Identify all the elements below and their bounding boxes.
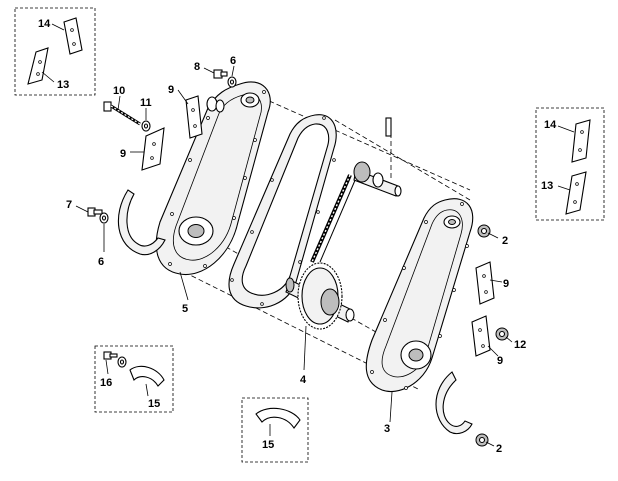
- bracket-plate-14b: [571, 119, 591, 163]
- washer-11: [141, 120, 151, 132]
- callout-11: 11: [140, 97, 152, 109]
- callout-12: 12: [514, 339, 526, 351]
- nut-2b: [475, 433, 489, 447]
- bolt-16: [103, 351, 127, 368]
- detail-box-top-left: [14, 7, 96, 96]
- callout-2-lower: 2: [496, 443, 502, 455]
- callout-15-bottom-left: 15: [148, 398, 160, 410]
- detail-box-bottom-left: [94, 345, 174, 413]
- blade-15b: [255, 407, 301, 429]
- callout-10: 10: [113, 85, 125, 97]
- chain-case-right: [365, 198, 474, 392]
- bracket-plate-14a: [63, 17, 83, 55]
- chain-case-left: [155, 81, 271, 276]
- callout-14-right: 14: [544, 119, 557, 131]
- callout-13-top-left: 13: [57, 79, 69, 91]
- drive-chain: [310, 174, 357, 263]
- nut-2a: [477, 224, 491, 238]
- callout-9-upper-left: 9: [168, 84, 174, 96]
- callout-2-upper: 2: [502, 235, 508, 247]
- callout-4: 4: [300, 374, 307, 386]
- callout-15-bottom-center: 15: [262, 439, 274, 451]
- nut-12: [495, 327, 509, 341]
- callout-9-left: 9: [120, 148, 126, 160]
- bolt-8: [213, 69, 228, 79]
- nut-spacers: [206, 96, 225, 113]
- lower-sprocket: [285, 262, 355, 330]
- callout-14-top-left: 14: [38, 18, 51, 30]
- callout-13-right: 13: [541, 180, 553, 192]
- washer-6a: [227, 76, 237, 88]
- bolt-7: [87, 207, 103, 217]
- callout-5: 5: [182, 303, 188, 315]
- bracket-plate-13b: [565, 171, 587, 215]
- plate-9b: [141, 127, 165, 171]
- bolt-10: [103, 101, 141, 126]
- tine-right: [435, 371, 473, 435]
- bracket-plate-13a: [27, 47, 49, 85]
- callout-labels: 14 13 10 11 8 6 9 9 7 6 5 4 16 15 15 3 1…: [38, 18, 557, 455]
- callout-6-left: 6: [98, 256, 104, 268]
- callout-8: 8: [194, 61, 200, 73]
- leader-lines: [41, 23, 575, 447]
- callout-7: 7: [66, 199, 72, 211]
- plate-9a: [185, 95, 203, 139]
- tine-left: [117, 189, 166, 256]
- detail-box-bottom-center: [241, 397, 309, 463]
- upper-sprocket-shaft: [353, 117, 402, 197]
- gasket: [228, 114, 337, 309]
- callout-16: 16: [100, 377, 112, 389]
- callout-3: 3: [384, 423, 390, 435]
- plate-9c: [475, 261, 495, 305]
- callout-6-top: 6: [230, 55, 236, 67]
- blade-15a: [129, 365, 165, 387]
- washer-6b: [99, 212, 109, 224]
- plate-9d: [471, 315, 491, 357]
- callout-9-right-upper: 9: [503, 278, 509, 290]
- callout-9-right-lower: 9: [497, 355, 503, 367]
